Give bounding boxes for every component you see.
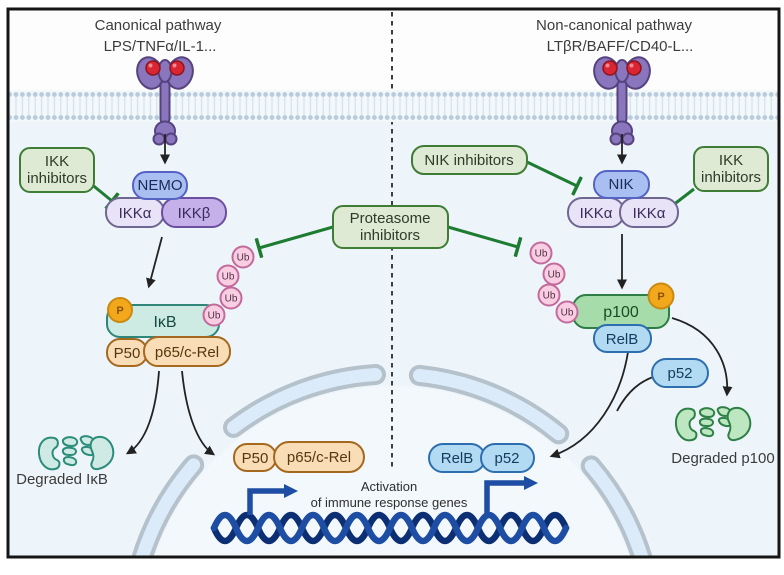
phospho-badge [647,282,675,310]
ikb-complex: P IκB P50 p65/c-Rel [106,297,231,367]
ikk-complex-noncanonical: NIK IKKα IKKα [567,170,679,228]
nuclear-p50-label: P50 [242,450,269,467]
dna-helix [210,476,570,545]
ikk-inhibitors-right-line1: IKK [719,152,743,169]
nik-inhibitors-label: NIK inhibitors [424,152,513,169]
ikk-inhibitors-box-left: IKK inhibitors [19,147,95,193]
ub-label: Ub [237,253,250,264]
inhibition-line-proteasome-left [259,225,334,248]
nemo-label: NEMO [138,177,183,194]
arrow-to-degraded-ikb [125,370,160,455]
arrow-p100-to-degraded [671,317,733,397]
inhibition-line-proteasome-right [447,225,518,247]
phospho-label: P [657,291,664,303]
activation-text-line2: of immune response genes [311,495,468,510]
p50-label: P50 [114,345,141,362]
p65-label: p65/c-Rel [155,344,219,361]
ikkb-label: IKKβ [178,205,211,222]
arrow-ikk-to-ikb [146,236,163,289]
ikk-complex-canonical: NEMO IKKα IKKβ [105,171,227,228]
ikka-left-label: IKKα [119,205,152,222]
degraded-p100-label: Degraded p100 [671,450,774,467]
promoter-arrow-right [484,476,538,515]
p52-label: p52 [667,365,692,382]
nuclear-envelope-arc [412,368,566,441]
degraded-p100-blobs [674,406,752,442]
nik-inhibitors-box: NIK inhibitors [411,145,528,175]
nuclear-p52-label: p52 [494,450,519,467]
ikk-inhibitors-left-line2: inhibitors [27,170,87,187]
nuclear-relb-p52-complex: RelB p52 [428,443,535,473]
degraded-ikb: Degraded IκB [16,435,115,488]
inhibition-line-nik [526,160,577,186]
ub-label: Ub [535,249,548,260]
ub-label: Ub [225,294,238,305]
connector-p52-to-curve [616,376,654,412]
ub-label: Ub [208,311,221,322]
ikb-label: IκB [153,314,176,331]
ub-label: Ub [561,308,574,319]
phospho-badge [107,297,133,323]
arrow-to-nuclear-p50-p65 [181,370,216,456]
nuclear-p50-p65-complex: P50 p65/c-Rel [233,441,365,473]
p100-label: p100 [603,304,639,321]
p52-pill: p52 [651,358,709,388]
ub-chain-left: Ub Ub Ub Ub [202,245,255,327]
ikk-inhibitors-box-right: IKK inhibitors [693,146,769,192]
phospho-label: P [116,305,123,317]
canonical-pathway-title: Canonical pathway [95,17,222,34]
ikka1-label: IKKα [580,205,613,222]
degraded-ikb-label: Degraded IκB [16,471,108,488]
relb-label: RelB [606,331,639,348]
activation-text-line1: Activation [361,479,417,494]
proteasome-inhibitors-line2: inhibitors [360,227,420,244]
noncanonical-pathway-title: Non-canonical pathway [536,17,692,34]
ub-label: Ub [543,291,556,302]
nuclear-relb-label: RelB [441,450,474,467]
proteasome-inhibitors-line1: Proteasome [350,210,431,227]
degraded-ikb-blobs [37,435,115,471]
promoter-arrow-left [247,484,298,515]
diagram-frame [6,7,781,559]
plasma-membrane [9,90,778,122]
ikk-inhibitors-left-line1: IKK [45,153,69,170]
ub-label: Ub [222,272,235,283]
ikka2-label: IKKα [633,205,666,222]
nuclear-envelope [131,364,653,556]
arrow-relb-to-nucleus [549,351,629,459]
canonical-ligands-label: LPS/TNFα/IL-1... [104,38,217,55]
nuclear-envelope-arc [227,368,382,434]
nik-label: NIK [608,176,633,193]
ikk-inhibitors-right-line2: inhibitors [701,169,761,186]
proteasome-inhibitors-box: Proteasome inhibitors [332,205,449,249]
degraded-p100: Degraded p100 [671,406,775,467]
noncanonical-ligands-label: LTβR/BAFF/CD40-L... [547,38,694,55]
ub-chain-right: Ub Ub Ub Ub [529,241,579,324]
ub-label: Ub [548,270,561,281]
nuclear-p65-label: p65/c-Rel [287,449,351,466]
nuclear-envelope-arc [135,458,201,556]
nuclear-envelope-arc [584,459,649,556]
